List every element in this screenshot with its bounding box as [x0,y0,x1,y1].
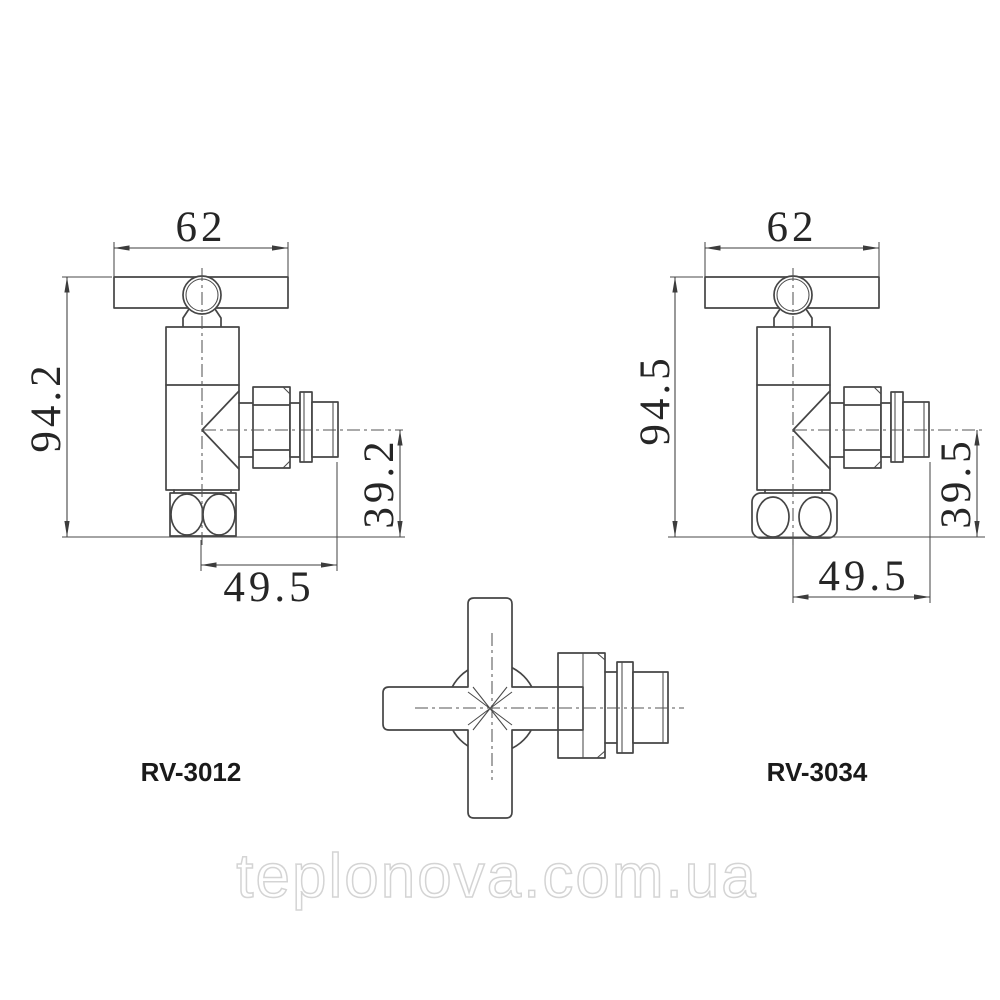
dimension-handle-width-right: 62 [704,204,880,277]
valve-front-view-right: 62 94.5 39.5 49.5 RV-3034 [632,204,985,787]
model-label-right: RV-3034 [767,757,868,787]
dimension-handle-width-left: 62 [113,204,289,277]
model-label-left: RV-3012 [141,757,242,787]
valve-top-view [382,597,684,819]
dim-text-height-left: 94.2 [23,361,70,452]
dim-text-height-right: 94.5 [632,354,679,445]
dim-text-outlet-height-left: 39.2 [356,437,403,528]
dim-text-outlet-reach-left: 49.5 [223,564,314,611]
valve-front-view-left: 62 94.2 39.2 49.5 RV-3012 [23,204,405,787]
dim-text-outlet-height-right: 39.5 [933,437,980,528]
dimension-outlet-reach-left: 49.5 [200,462,338,611]
dimension-outlet-height-left: 39.2 [356,430,403,537]
dimension-height-right: 94.5 [632,276,703,537]
dimension-outlet-height-right: 39.5 [933,430,980,537]
dim-text-handle-width-right: 62 [767,204,818,251]
dimension-height-left: 94.2 [23,276,112,537]
dim-text-outlet-reach-right: 49.5 [818,553,909,600]
watermark-text: teplonova.com.ua [236,842,757,911]
dim-text-handle-width-left: 62 [176,204,227,251]
dimension-outlet-reach-right: 49.5 [792,462,931,603]
